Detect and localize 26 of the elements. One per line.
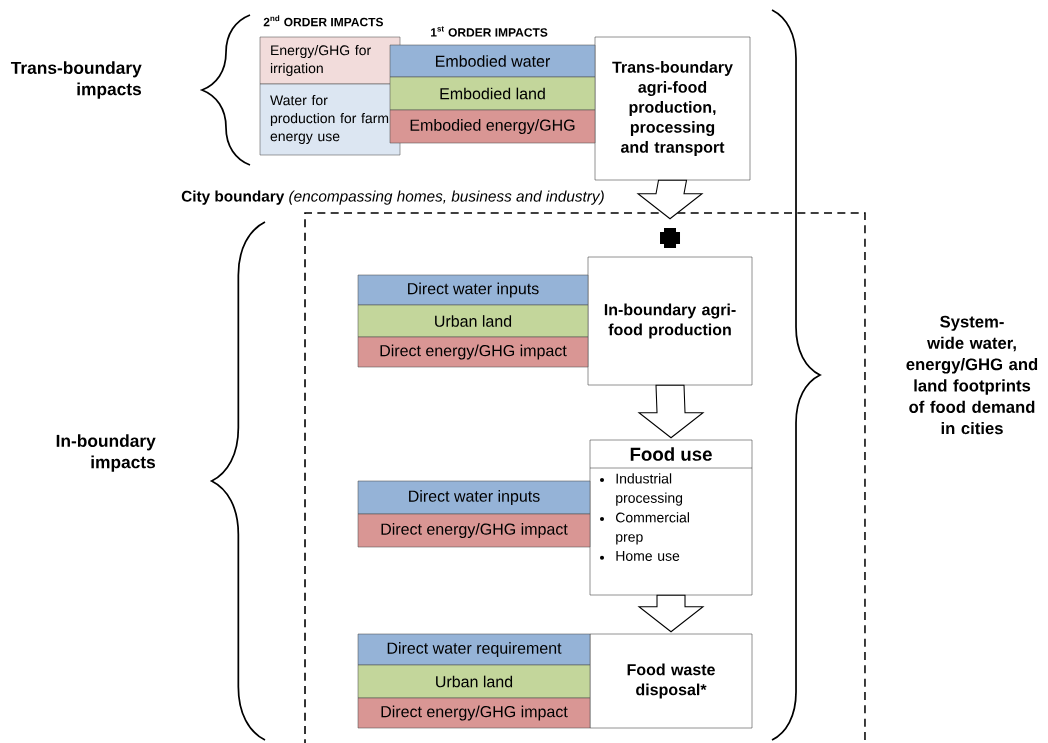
impact-bar: Direct water inputs	[357, 480, 591, 515]
node-label: City boundary (encompassing homes, business and industry)	[181, 190, 604, 205]
impact-bar: Urban land	[357, 664, 591, 699]
block-arrow	[636, 179, 704, 220]
impact-bar: Urban land	[357, 304, 589, 338]
brace-label: System-wide water, energy/GHG and land footprints of food demand in cities	[906, 315, 1038, 435]
process-box: Food use Industrial processing Commercial prep Home use	[589, 439, 753, 596]
impact-box: Energy/GHG for irrigation	[259, 36, 401, 85]
block-arrow	[637, 384, 705, 439]
section-heading: 1$^{st}$ ORDER IMPACTS	[431, 26, 548, 37]
impact-box: Water for production for farm energy use	[259, 83, 401, 156]
process-box: In-boundary agri-food production	[587, 256, 753, 386]
impact-bar: Embodied land	[389, 76, 596, 111]
impact-bar: Direct energy/GHG impact	[357, 513, 591, 548]
impact-bar: Embodied energy/GHG	[389, 109, 596, 144]
brace-label: In-boundary impacts	[56, 434, 156, 472]
impact-bar: Direct energy/GHG impact	[357, 697, 591, 729]
process-box: Food waste disposal*	[589, 633, 753, 729]
process-box: Trans-boundary agri-food production, processing and transport	[594, 36, 751, 181]
impact-bar: Direct water requirement	[357, 633, 591, 666]
block-arrow	[637, 594, 705, 633]
section-heading: 2$^{nd}$ ORDER IMPACTS	[263, 15, 384, 27]
impact-bar: Direct energy/GHG impact	[357, 336, 589, 368]
impact-bar: Direct water inputs	[357, 274, 589, 306]
brace-label: Trans-boundary impacts	[10, 61, 142, 99]
impact-bar: Embodied water	[389, 44, 596, 78]
